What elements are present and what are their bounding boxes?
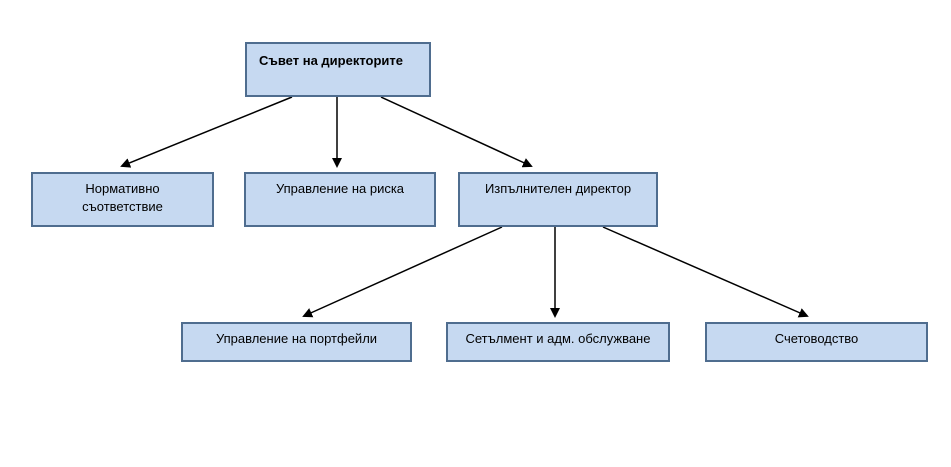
node-compliance-label-line2: съответствие: [82, 199, 163, 214]
node-settlement-label: Сетълмент и адм. обслужване: [465, 331, 651, 346]
node-accounting: Счетоводство: [705, 322, 928, 362]
node-compliance-text: Нормативно съответствие: [82, 180, 163, 216]
node-accounting-label: Счетоводство: [774, 331, 859, 346]
connector-exec-to-portfolio: [302, 226, 503, 318]
connector-exec-to-accounting: [602, 226, 809, 318]
node-regulatory-compliance: Нормативно съответствие: [31, 172, 214, 227]
connector-board-to-compliance: [120, 96, 293, 168]
node-exec-label: Изпълнителен директор: [484, 181, 632, 196]
node-portfolio-management: Управление на портфейли: [181, 322, 412, 362]
node-risk-management: Управление на риска: [244, 172, 436, 227]
node-executive-director: Изпълнителен директор: [458, 172, 658, 227]
node-portfolio-label: Управление на портфейли: [215, 331, 378, 346]
node-board-label: Съвет на директорите: [259, 53, 404, 68]
connector-board-to-exec: [380, 96, 533, 168]
node-risk-label: Управление на риска: [275, 181, 405, 196]
node-board-of-directors: Съвет на директорите: [245, 42, 431, 97]
node-settlement-admin: Сетълмент и адм. обслужване: [446, 322, 670, 362]
node-compliance-label-line1: Нормативно: [85, 181, 160, 196]
